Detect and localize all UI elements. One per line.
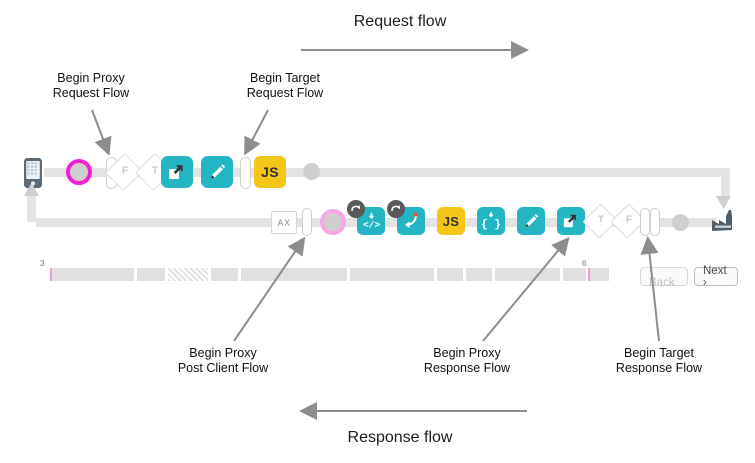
- timeline-segment[interactable]: [350, 268, 434, 281]
- callout-begin-proxy-post-client-flow: Begin Proxy Post Client Flow: [132, 346, 314, 376]
- timeline-tick[interactable]: [588, 268, 590, 281]
- code-tags-icon: </>: [362, 212, 380, 230]
- timeline-segment[interactable]: [466, 268, 492, 281]
- timeline-segment[interactable]: [137, 268, 165, 281]
- timeline-right-marker: 6: [582, 259, 587, 268]
- client-device-icon: [22, 156, 44, 189]
- timeline-segment[interactable]: [563, 268, 586, 281]
- callout-line1: Begin Target: [624, 346, 694, 360]
- timeline-tick[interactable]: [50, 268, 52, 281]
- condition-true-node[interactable]: T: [582, 203, 618, 239]
- timeline-segment[interactable]: [437, 268, 463, 281]
- flow-end-marker[interactable]: [672, 214, 689, 231]
- assign-message-policy[interactable]: [557, 207, 585, 235]
- timeline-segment[interactable]: [168, 268, 208, 281]
- condition-label: T: [597, 214, 605, 226]
- edit-policy[interactable]: [517, 207, 545, 235]
- condition-false-node[interactable]: F: [104, 152, 144, 192]
- timeline-segment[interactable]: [241, 268, 347, 281]
- share-arrow-icon: [169, 165, 183, 179]
- flow-start-marker[interactable]: [66, 159, 92, 185]
- callout-begin-target-request-flow: Begin Target Request Flow: [194, 71, 376, 101]
- json-policy[interactable]: { }: [477, 207, 505, 235]
- post-client-flow-marker[interactable]: [320, 209, 346, 235]
- share-arrow-icon: [563, 214, 576, 228]
- callout-line2: Request Flow: [52, 86, 130, 100]
- factory-icon: [712, 209, 732, 231]
- next-button[interactable]: Next ›: [694, 265, 738, 289]
- callout-line1: Begin Proxy: [189, 346, 257, 360]
- pencil-icon: [210, 163, 225, 179]
- condition-false-node[interactable]: F: [610, 203, 646, 239]
- curved-arrow-icon: [405, 212, 418, 229]
- condition-label: F: [121, 165, 129, 177]
- ax-node[interactable]: AX: [271, 211, 297, 234]
- request-rail: [44, 168, 730, 177]
- svg-text:</>: </>: [362, 219, 379, 230]
- javascript-policy[interactable]: JS: [254, 156, 286, 188]
- callout-line1: Begin Target: [250, 71, 320, 85]
- callout-line1: Begin Proxy: [57, 71, 125, 85]
- flow-separator[interactable]: [650, 208, 660, 236]
- javascript-policy-label: JS: [442, 213, 460, 229]
- callout-begin-target-response-flow: Begin Target Response Flow: [568, 346, 750, 376]
- flow-separator[interactable]: [240, 157, 251, 189]
- callout-line2: Post Client Flow: [177, 361, 269, 375]
- assign-message-policy[interactable]: [161, 156, 193, 188]
- callout-line1: Begin Proxy: [433, 346, 501, 360]
- flow-separator[interactable]: [640, 208, 650, 236]
- javascript-policy-label: JS: [261, 164, 279, 180]
- leader-begin-proxy-request-flow: [91, 109, 112, 156]
- timeline-left-marker: 3: [40, 259, 45, 268]
- back-button[interactable]: ‹ Back: [640, 265, 688, 289]
- flow-end-marker[interactable]: [303, 163, 320, 180]
- xml-policy[interactable]: </>: [357, 207, 385, 235]
- edit-policy[interactable]: [201, 156, 233, 188]
- retry-icon[interactable]: [387, 200, 405, 218]
- leader-begin-target-request-flow: [244, 109, 269, 156]
- callout-line2: Request Flow: [246, 86, 324, 100]
- pencil-icon: [525, 213, 538, 227]
- braces-icon: { }: [481, 211, 501, 231]
- timeline-segment[interactable]: [211, 268, 238, 281]
- callout-begin-proxy-response-flow: Begin Proxy Response Flow: [376, 346, 558, 376]
- javascript-policy[interactable]: JS: [437, 207, 465, 235]
- timeline-segment[interactable]: [589, 268, 609, 281]
- request-flow-title: Request flow: [353, 13, 447, 30]
- condition-label: F: [625, 214, 633, 226]
- svg-text:{ }: { }: [481, 219, 501, 231]
- callout-line2: Response Flow: [423, 361, 511, 375]
- callout-line2: Response Flow: [615, 361, 703, 375]
- response-rail-elbow: [27, 188, 36, 222]
- timeline-segment[interactable]: [495, 268, 560, 281]
- target-server-icon: [710, 208, 740, 232]
- response-flow-title: Response flow: [347, 429, 453, 446]
- request-rail-elbow: [721, 168, 730, 198]
- callout-begin-proxy-request-flow: Begin Proxy Request Flow: [0, 71, 182, 101]
- ax-label: AX: [271, 211, 297, 234]
- timeline-segment[interactable]: [52, 268, 134, 281]
- retry-icon[interactable]: [347, 200, 365, 218]
- flow-separator[interactable]: [302, 208, 312, 236]
